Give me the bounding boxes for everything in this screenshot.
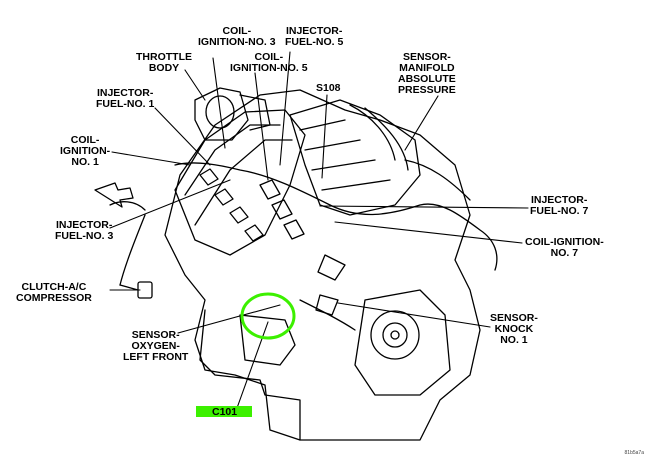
throttle-body-shape (194, 87, 249, 141)
label-coil-ignition-5: COIL-IGNITION-NO. 5 (230, 51, 308, 74)
label-injector-fuel-7: INJECTOR-FUEL-NO. 7 (530, 194, 589, 217)
valve-cover-left (174, 109, 306, 256)
leader-lines (109, 51, 529, 409)
label-c101: C101 (212, 406, 238, 418)
intake-manifold (289, 99, 421, 216)
c101-highlight-circle (240, 292, 296, 340)
wiring-harness (174, 162, 331, 206)
figure-reference: 81b5a7a (624, 450, 644, 456)
oil-pan (199, 309, 301, 441)
label-sensor-oxygen-left-front: SENSOR-OXYGEN-LEFT FRONT (123, 329, 189, 363)
label-coil-ignition-3: COIL-IGNITION-NO. 3 (198, 25, 276, 48)
label-injector-fuel-5: INJECTOR-FUEL-NO. 5 (285, 25, 344, 48)
label-s108: S108 (316, 82, 341, 94)
label-coil-ignition-7: COIL-IGNITION-NO. 7 (525, 236, 604, 259)
engine-outline (164, 89, 481, 441)
label-injector-fuel-1: INJECTOR-FUEL-NO. 1 (96, 87, 155, 110)
label-coil-ignition-1: COIL-IGNITION-NO. 1 (60, 134, 111, 168)
label-injector-fuel-3: INJECTOR-FUEL-NO. 3 (55, 219, 114, 242)
crank-pulley (370, 310, 420, 360)
c101-highlight-bar (196, 406, 252, 417)
front-arrow (94, 182, 134, 208)
